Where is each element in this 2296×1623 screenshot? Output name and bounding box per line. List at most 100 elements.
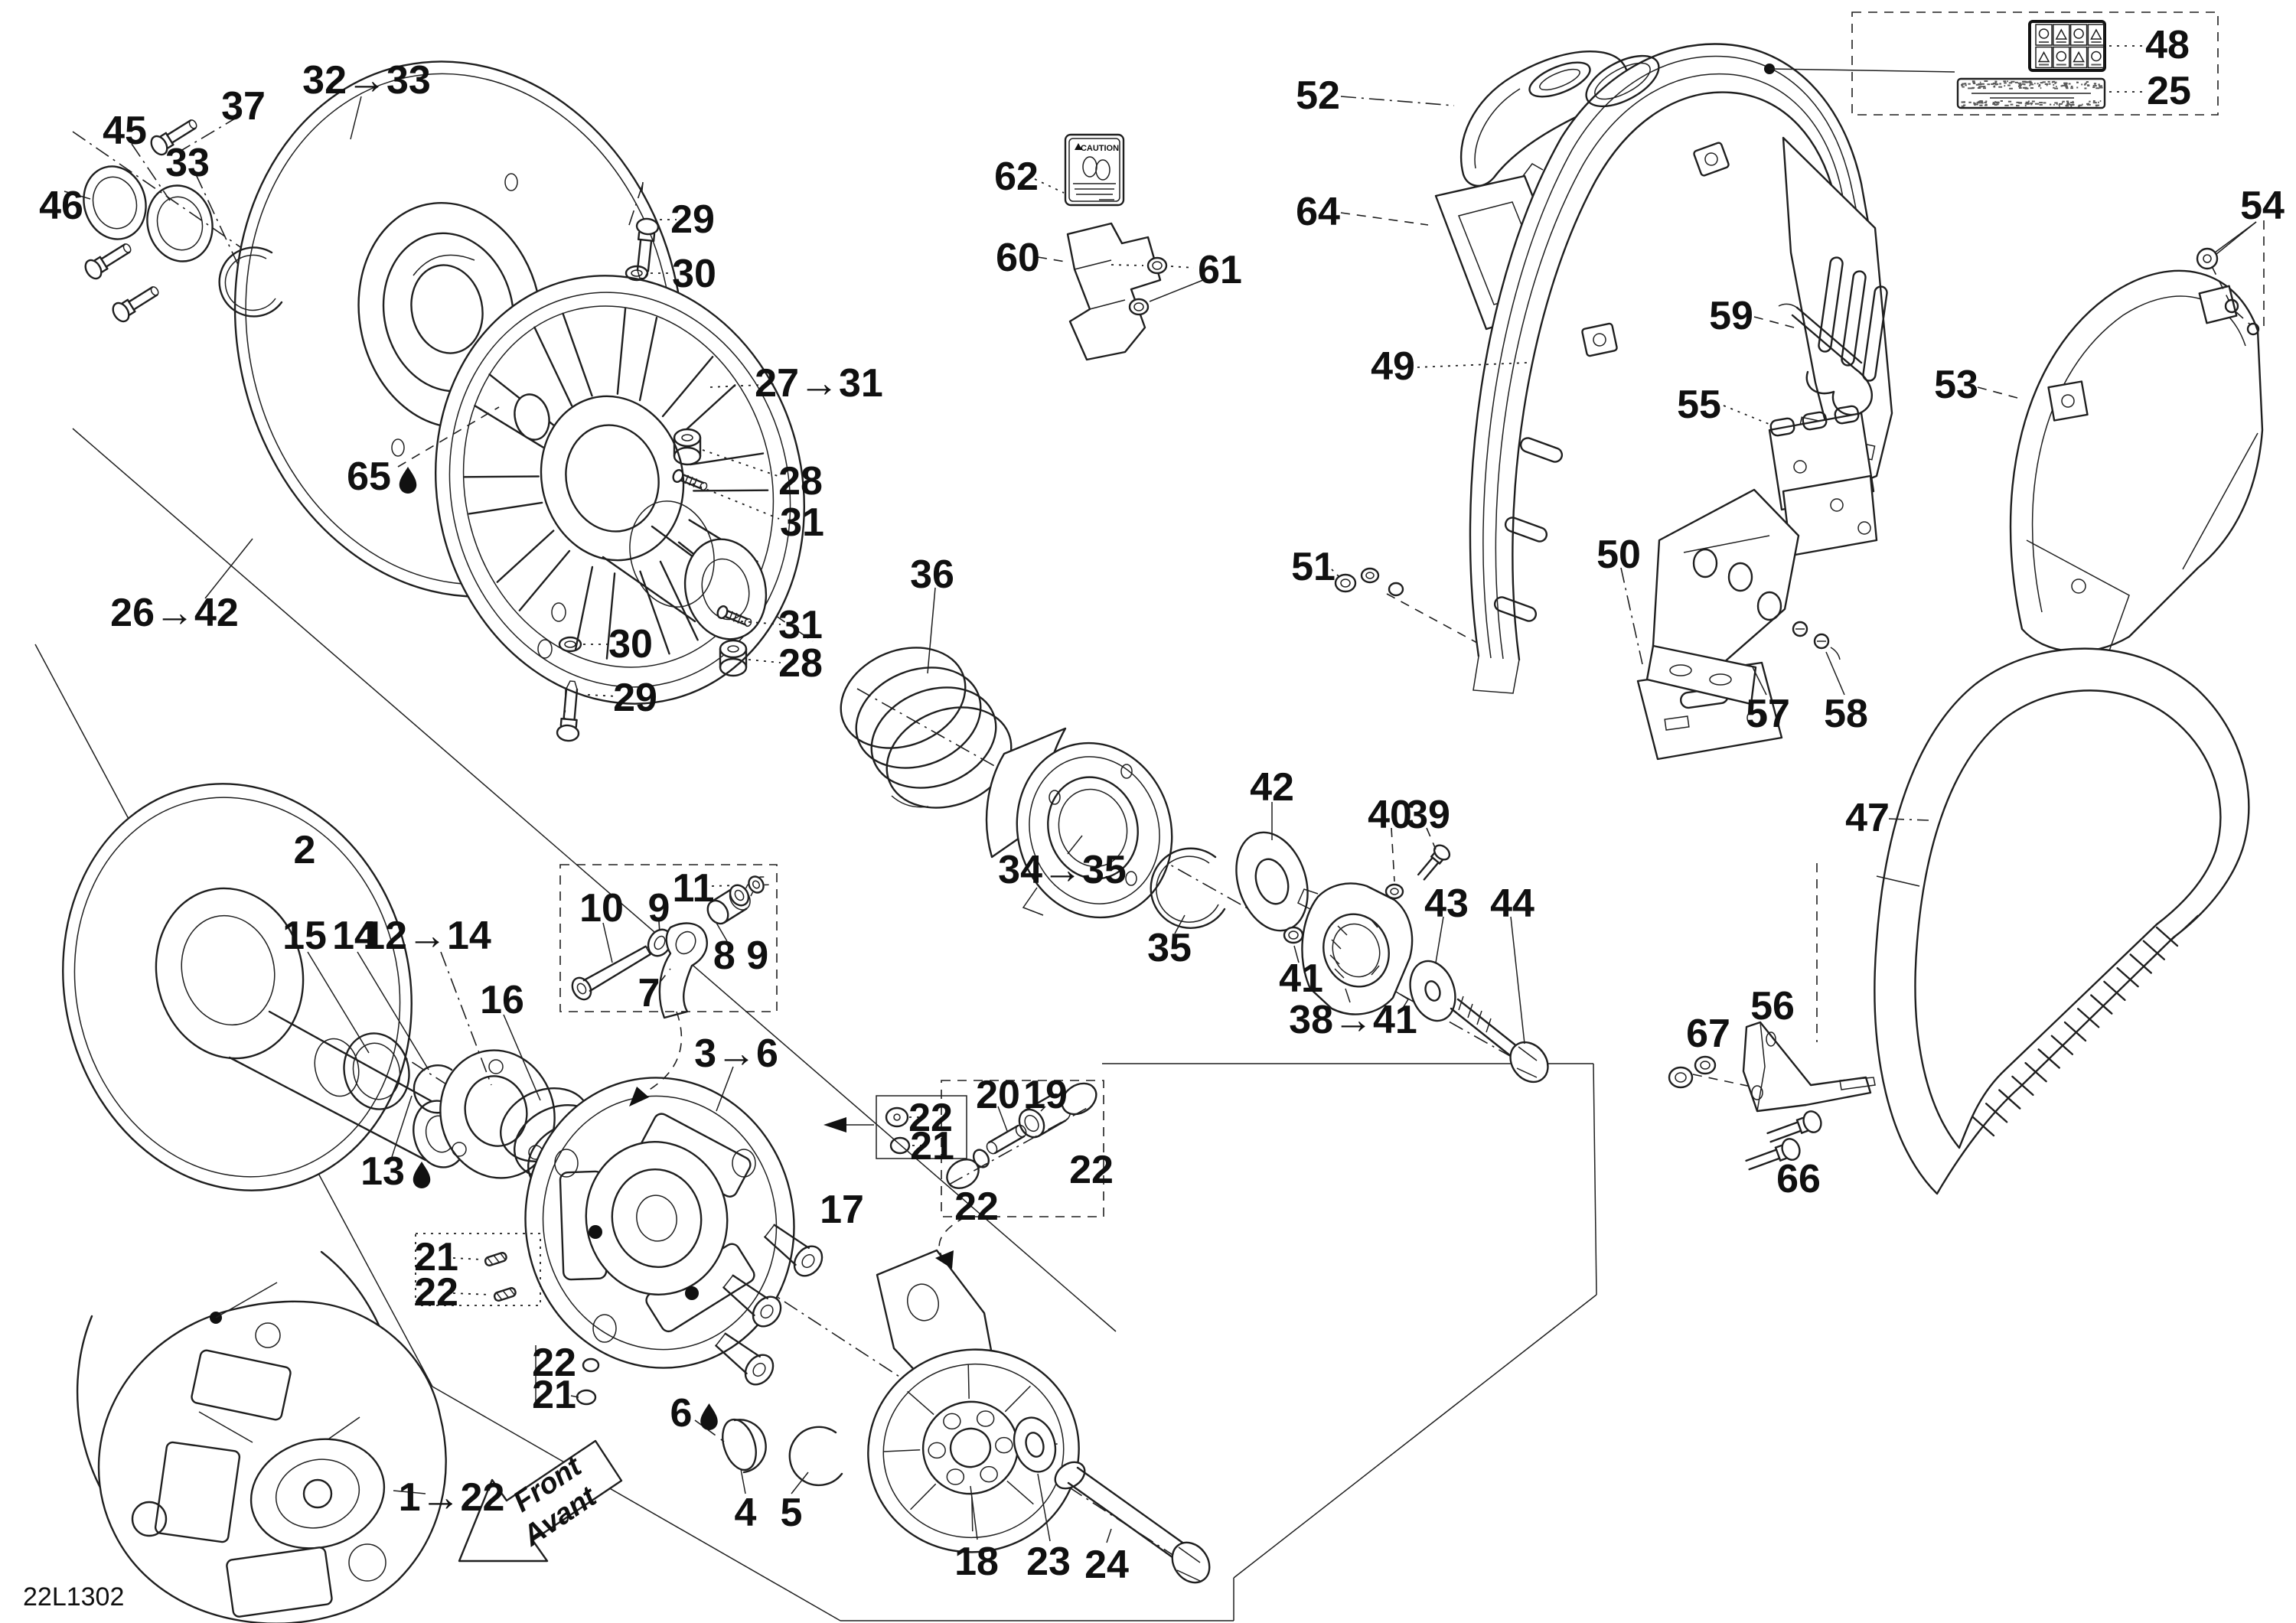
bracket-56 xyxy=(1742,1021,1876,1113)
bushing-4 xyxy=(722,1418,767,1474)
drive-belt-47 xyxy=(1874,647,2250,1195)
callout-21g: 21 xyxy=(532,1373,576,1417)
screw-31-upper xyxy=(672,469,708,491)
roller-kit-19-22 xyxy=(946,1082,1097,1189)
callout-22g: 22 xyxy=(532,1341,576,1385)
callout-48: 48 xyxy=(2145,23,2190,67)
clutch-spring-36 xyxy=(840,647,1013,809)
callout-49: 49 xyxy=(1371,344,1415,389)
bolt-29-bottom xyxy=(556,680,580,742)
callout-28a: 28 xyxy=(778,459,823,504)
callout-45: 45 xyxy=(103,109,147,153)
washer-23 xyxy=(1013,1416,1057,1473)
callout-32-33: 32→33 xyxy=(302,58,431,103)
callout-36: 36 xyxy=(910,552,954,597)
grommets-67 xyxy=(1668,1055,1752,1089)
nut-41 xyxy=(1283,926,1304,944)
bushing-28-upper xyxy=(673,428,702,466)
callout-2: 2 xyxy=(294,828,316,872)
cam-bracket-38-41 xyxy=(1297,882,1414,1015)
callout-42: 42 xyxy=(1250,765,1294,810)
governor-cup-27-31 xyxy=(435,275,805,705)
callout-9a: 9 xyxy=(648,886,670,930)
callout-29a: 29 xyxy=(670,197,715,242)
callout-5: 5 xyxy=(781,1491,803,1535)
callout-50: 50 xyxy=(1596,533,1641,577)
callout-28b: 28 xyxy=(778,641,823,686)
callout-17: 17 xyxy=(820,1188,864,1232)
callout-40: 40 xyxy=(1368,793,1412,837)
callout-22r: 22 xyxy=(1069,1148,1114,1192)
circlip-33 xyxy=(218,246,283,318)
bolt-39 xyxy=(1417,844,1451,881)
callout-58: 58 xyxy=(1824,692,1868,736)
callout-59: 59 xyxy=(1709,294,1753,338)
seal-icons xyxy=(484,1106,911,1406)
nuts-61 xyxy=(1128,256,1168,316)
lubricant-droplet-icon xyxy=(700,1403,718,1430)
callout-22bl: 22 xyxy=(954,1185,999,1229)
callout-62: 62 xyxy=(994,155,1039,199)
circlip-35 xyxy=(1150,847,1226,929)
callout-11: 11 xyxy=(673,866,715,911)
fender-guard-53 xyxy=(2009,269,2264,656)
bolts-66 xyxy=(1745,1110,1822,1171)
clamp-60 xyxy=(1066,222,1162,361)
callout-56: 56 xyxy=(1750,984,1795,1028)
callout-44: 44 xyxy=(1490,882,1534,926)
oring-30-bottom xyxy=(558,636,582,653)
group-boundary-lines xyxy=(34,428,1818,1621)
callout-3-6: 3→6 xyxy=(694,1031,778,1076)
screw-31-lower xyxy=(716,605,752,627)
callout-39: 39 xyxy=(1406,793,1450,837)
screws-58 xyxy=(1792,621,1841,660)
callout-38-41: 38→41 xyxy=(1289,998,1417,1042)
callout-35: 35 xyxy=(1147,926,1192,970)
callout-37: 37 xyxy=(221,84,266,129)
callout-1-22: 1→22 xyxy=(399,1475,505,1520)
diagram-code: 22L1302 xyxy=(23,1582,124,1612)
leader-lines xyxy=(64,45,2257,1543)
hinge-55 xyxy=(1768,405,1878,557)
washers-45-46 xyxy=(83,165,214,262)
bearing-15 xyxy=(343,1032,410,1110)
callout-14: 14 xyxy=(332,914,377,958)
circlip-5 xyxy=(788,1426,843,1487)
bolt-44 xyxy=(1450,996,1549,1084)
callout-19: 19 xyxy=(1023,1073,1068,1117)
callout-41: 41 xyxy=(1279,957,1323,1001)
bolts-37 xyxy=(84,119,197,323)
callout-64: 64 xyxy=(1296,190,1340,234)
spider-sliding-sheave-3-6 xyxy=(524,1077,795,1369)
callout-27-31: 27→31 xyxy=(755,361,883,406)
callout-13: 13 xyxy=(360,1149,405,1194)
caution-sticker-62: CAUTION xyxy=(1064,133,1125,207)
callout-47: 47 xyxy=(1845,796,1890,840)
callout-30b: 30 xyxy=(608,622,653,666)
oring-30-top xyxy=(625,265,649,282)
callout-24: 24 xyxy=(1084,1543,1129,1587)
callout-33: 33 xyxy=(165,141,210,185)
retainer-12-14 xyxy=(439,1049,556,1179)
callout-52: 52 xyxy=(1296,73,1340,118)
callout-67: 67 xyxy=(1686,1012,1730,1056)
callout-66: 66 xyxy=(1776,1157,1821,1201)
callout-10: 10 xyxy=(579,886,624,930)
callout-23: 23 xyxy=(1026,1540,1071,1584)
fixed-sheave-2 xyxy=(62,783,481,1191)
lubricant-droplet-icon xyxy=(399,467,417,494)
callout-53: 53 xyxy=(1934,363,1978,407)
callout-15: 15 xyxy=(282,914,327,958)
callout-55: 55 xyxy=(1677,383,1721,427)
engine-assembly-1-22 xyxy=(76,1250,447,1623)
bolt-29-top xyxy=(635,217,660,279)
callout-25: 25 xyxy=(2147,69,2191,113)
callout-22a: 22 xyxy=(908,1096,953,1140)
callout-29b: 29 xyxy=(613,676,657,720)
fasteners-51 xyxy=(1334,567,1478,644)
callout-54: 54 xyxy=(2240,184,2285,228)
callout-18: 18 xyxy=(954,1540,999,1584)
callout-30a: 30 xyxy=(672,252,716,296)
callout-51: 51 xyxy=(1291,545,1336,589)
movable-sheave-18 xyxy=(867,1249,1080,1553)
